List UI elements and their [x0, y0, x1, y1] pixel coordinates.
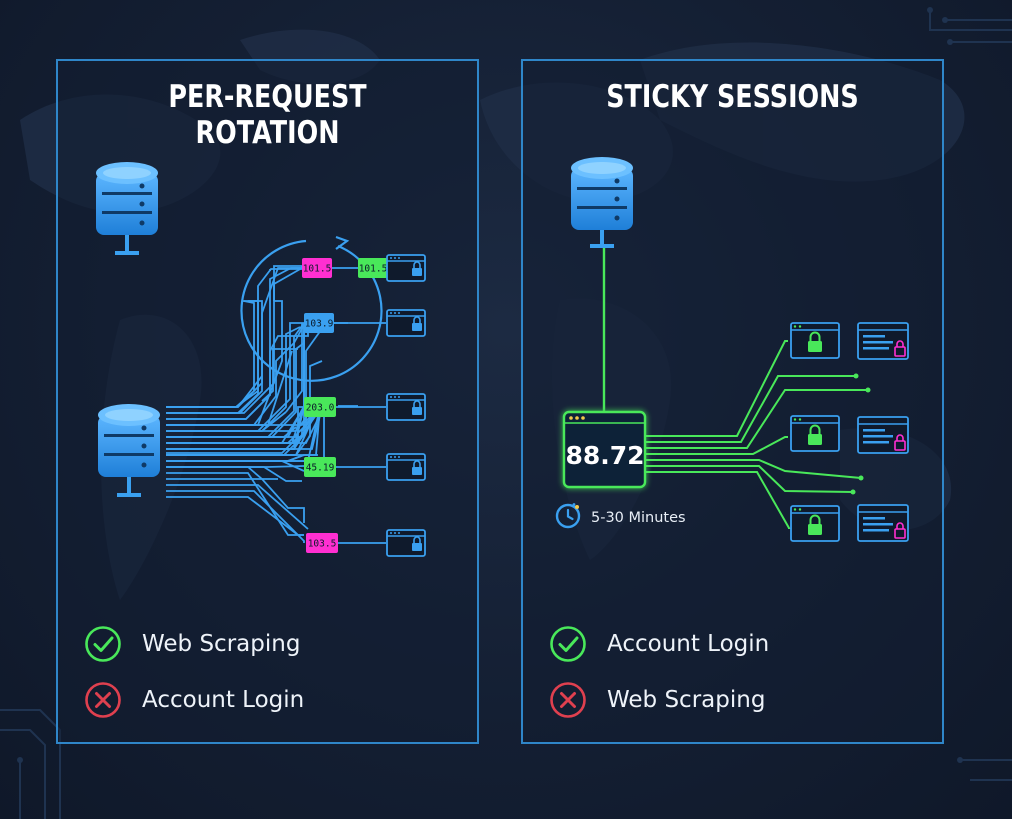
criteria-label: Web Scraping	[607, 687, 766, 713]
criteria-row: Web Scraping	[549, 672, 769, 728]
ip-pill: 101.5	[358, 258, 388, 278]
route-endpoints	[850, 373, 871, 495]
criteria-row: Web Scraping	[84, 616, 304, 672]
criteria-label: Account Login	[142, 687, 305, 713]
sticky-panel: STICKY SESSIONS	[521, 59, 944, 744]
ip-pill-label: 203.0	[306, 403, 335, 414]
locked-website-icon	[386, 254, 426, 282]
account-page-icon	[857, 322, 909, 360]
secure-session-icon	[790, 505, 840, 542]
cross-icon	[85, 682, 121, 718]
ip-pill: 45.19	[304, 457, 336, 477]
locked-website-icon	[386, 453, 426, 481]
proxy-server-icon	[96, 162, 158, 255]
ip-pill: 103.9	[304, 313, 334, 333]
ip-pill-label: 101.5	[303, 264, 332, 275]
sticky-criteria: Account Login Web Scraping	[549, 616, 769, 728]
locked-website-icon	[386, 309, 426, 337]
secure-session-icon	[790, 322, 840, 359]
session-routes	[645, 340, 868, 529]
rotation-criteria: Web Scraping Account Login	[84, 616, 304, 728]
ip-pill-label: 103.5	[308, 539, 337, 550]
session-duration: 5-30 Minutes	[591, 510, 686, 526]
criteria-row: Account Login	[84, 672, 304, 728]
check-icon	[550, 626, 586, 662]
ip-pill: 103.5	[306, 533, 338, 553]
session-ip: 88.72	[565, 441, 644, 470]
client-server-icon	[98, 404, 160, 497]
ip-pill-label: 45.19	[306, 463, 335, 474]
primary-routes	[166, 267, 323, 480]
account-page-icon	[857, 416, 909, 454]
clock-icon	[555, 503, 581, 529]
ip-routes	[166, 405, 358, 543]
session-node	[562, 410, 647, 489]
ip-pill-label: 103.9	[305, 319, 334, 330]
proxy-server-icon	[571, 157, 633, 248]
ip-pill: 203.0	[304, 397, 336, 417]
check-icon	[85, 626, 121, 662]
account-page-icon	[857, 504, 909, 542]
criteria-row: Account Login	[549, 616, 769, 672]
sticky-title: STICKY SESSIONS	[606, 79, 859, 115]
rotation-panel: PER-REQUEST ROTATION	[56, 59, 479, 744]
ip-pill-label: 101.5	[359, 264, 388, 275]
rotation-diagram: 101.5 101.5 103.9 203.0 45.19 103.5	[96, 162, 426, 557]
rotation-arrow-icon	[240, 235, 383, 382]
ip-pill: 101.5	[302, 258, 332, 278]
locked-website-icon	[386, 529, 426, 557]
secure-session-icon	[790, 415, 840, 452]
criteria-label: Web Scraping	[142, 631, 301, 657]
request-routes	[166, 267, 325, 462]
cross-icon	[550, 682, 586, 718]
sticky-diagram: 88.72 5-30 Minutes	[555, 157, 909, 542]
locked-website-icon	[386, 393, 426, 421]
criteria-label: Account Login	[607, 631, 770, 657]
rotation-title: PER-REQUEST ROTATION	[168, 79, 367, 151]
